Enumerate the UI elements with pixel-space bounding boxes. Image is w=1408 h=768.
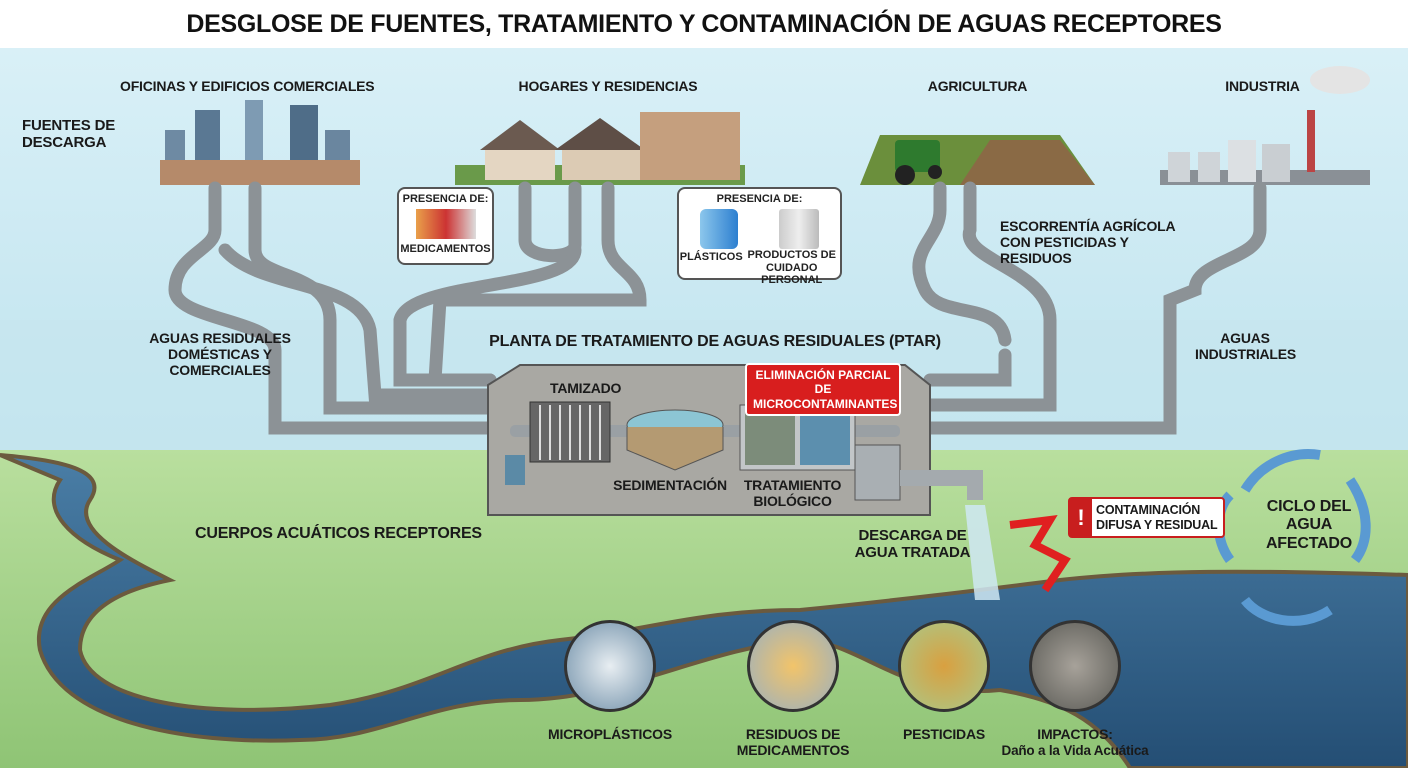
stage-biological: TRATAMIENTO BIOLÓGICO [743,477,842,510]
pipes [168,181,1267,435]
cycle-label: CICLO DEL AGUA AFECTADO [1265,498,1353,552]
impact-label-pesticides: PESTICIDAS [902,726,985,742]
lightning-icon [1009,515,1071,593]
source-label-homes: HOGARES Y RESIDENCIAS [518,78,698,94]
medication-residue-icon [747,620,839,712]
flow-label-industrial: AGUAS INDUSTRIALES [1195,330,1297,363]
exclamation-icon: ! [1070,499,1092,536]
callout-item: PRODUCTOS DE CUIDADO PERSONAL [747,249,836,287]
impact-label-medications: RESIDUOS DE MEDICAMENTOS [736,726,850,759]
source-label-agriculture: AGRICULTURA [927,78,1028,94]
callout-medications: PRESENCIA DE: MEDICAMENTOS [397,187,494,265]
water-stream [965,505,1000,600]
impact-label-microplastics: MICROPLÁSTICOS [548,726,672,742]
alert-partial-removal: ELIMINACIÓN PARCIAL DE MICROCONTAMINANTE… [745,363,901,417]
flow-label-domestic: AGUAS RESIDUALES DOMÉSTICAS Y COMERCIALE… [149,330,291,379]
contamination-warning: ! CONTAMINACIÓN DIFUSA Y RESIDUAL [1068,497,1225,538]
office-buildings-illustration [160,100,360,185]
cosmetics-icon [779,209,820,249]
receiving-bodies-label: CUERPOS ACUÁTICOS RECEPTORES [195,525,482,542]
stage-screening: TAMIZADO [550,380,622,396]
infographic-scene [0,48,1408,768]
impact-sub-label: Daño a la Vida Acuática [1001,743,1149,758]
page-title: DESGLOSE DE FUENTES, TRATAMIENTO Y CONTA… [0,0,1408,48]
discharge-label: DESCARGA DE AGUA TRATADA [854,527,971,562]
houses-illustration [455,112,745,185]
pesticide-icon [898,620,990,712]
plastic-bottles-icon [699,209,738,249]
callout-item: PLÁSTICOS [679,251,743,263]
sources-heading: FUENTES DE DESCARGA [22,117,116,152]
callout-plastics-personal-care: PRESENCIA DE: PLÁSTICOS PRODUCTOS DE CUI… [677,187,842,286]
plant-title: PLANTA DE TRATAMIENTO DE AGUAS RESIDUALE… [489,333,941,350]
callout-heading: PRESENCIA DE: [716,193,803,205]
callout-item: MEDICAMENTOS [400,243,491,255]
microplastics-icon [564,620,656,712]
contamination-label: CONTAMINACIÓN DIFUSA Y RESIDUAL [1096,503,1218,532]
pills-icon [415,209,476,239]
source-label-offices: OFICINAS Y EDIFICIOS COMERCIALES [120,78,375,94]
dead-fish-icon [1029,620,1121,712]
source-label-industry: INDUSTRIA [1225,78,1300,94]
callout-heading: PRESENCIA DE: [402,193,489,205]
farm-illustration [860,135,1095,185]
industry-illustration [1160,66,1370,185]
impact-label-impacts: IMPACTOS: [1037,726,1113,742]
flow-label-agri-runoff: ESCORRENTÍA AGRÍCOLA CON PESTICIDAS Y RE… [1000,218,1175,267]
stage-sedimentation: SEDIMENTACIÓN [613,477,727,493]
